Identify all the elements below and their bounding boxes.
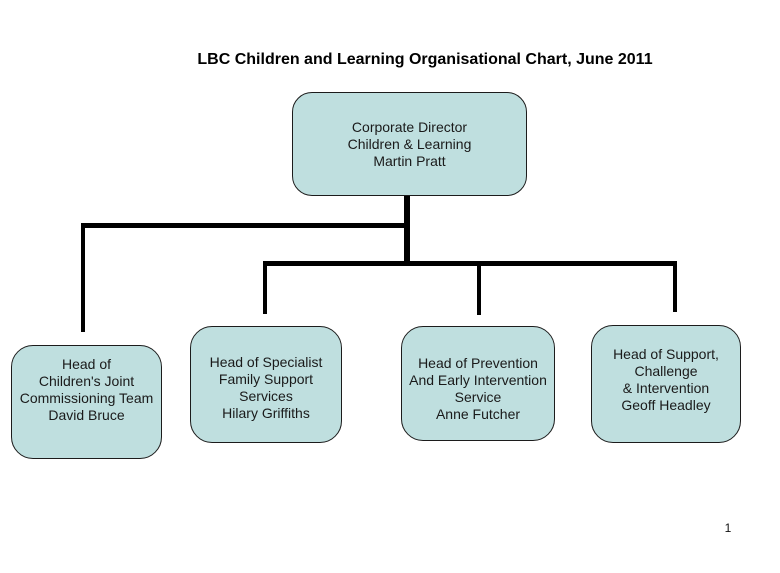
org-box-line: & Intervention (622, 380, 710, 396)
org-box-line: Hilary Griffiths (222, 405, 310, 421)
page-number: 1 (724, 521, 732, 535)
org-box-support-challenge-intervention: Head of Support, Challenge & Interventio… (591, 325, 741, 443)
org-box-line: Children & Learning (347, 135, 472, 152)
org-box-line: David Bruce (48, 407, 125, 423)
org-box-line: And Early Intervention (409, 372, 547, 388)
connector-drop-family-support (263, 261, 267, 314)
connector-horizontal-lower (263, 261, 677, 266)
org-box-line: Corporate Director (351, 118, 468, 135)
org-box-line: Head of Support, (613, 346, 719, 362)
org-box-line: Head of Specialist (209, 354, 323, 370)
org-box-line: Family Support (218, 371, 314, 387)
org-box-prevention-early-intervention: Head of Prevention And Early Interventio… (401, 326, 555, 441)
org-box-line: Head of Prevention (418, 355, 538, 371)
org-box-line: Martin Pratt (373, 152, 446, 169)
connector-drop-prevention (477, 261, 481, 315)
org-box-line: Children's Joint (38, 373, 135, 389)
org-box-line: Geoff Headley (621, 397, 711, 413)
connector-horizontal-upper (81, 223, 410, 228)
org-box-line: Head of (61, 356, 112, 372)
org-box-line: Commissioning Team (19, 390, 154, 406)
org-box-line: Services (239, 388, 293, 404)
org-box-childrens-joint-commissioning: Head of Children's Joint Commissioning T… (11, 345, 162, 459)
org-box-specialist-family-support: Head of Specialist Family Support Servic… (190, 326, 342, 443)
connector-drop-support-challenge (673, 261, 677, 312)
page-title: LBC Children and Learning Organisational… (197, 51, 653, 68)
connector-root-stem (404, 196, 410, 265)
org-box-line: Service (454, 389, 502, 405)
org-box-corporate-director: Corporate Director Children & Learning M… (292, 92, 527, 196)
org-box-line: Anne Futcher (435, 406, 521, 422)
org-box-line: Challenge (634, 363, 698, 379)
connector-drop-commissioning (81, 223, 85, 332)
